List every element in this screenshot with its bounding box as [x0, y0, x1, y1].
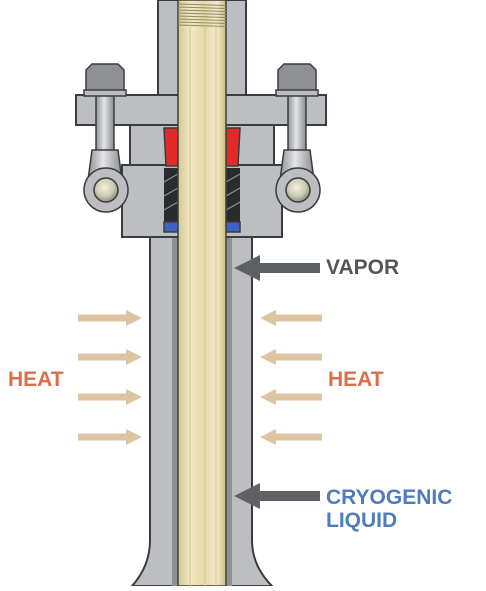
- cryogenic-label-line2: LIQUID: [326, 509, 398, 532]
- left-eye-pin: [93, 177, 119, 203]
- cryogenic-label-line1: CRYOGENIC: [326, 486, 453, 509]
- right-eye-pin: [285, 177, 311, 203]
- thread-mark: [177, 3, 227, 6]
- bore-right-wall: [226, 165, 232, 586]
- arrow-right-icon: [78, 429, 142, 445]
- thread-mark: [177, 9, 227, 12]
- right-washer: [275, 89, 319, 97]
- arrow-right-icon: [78, 310, 142, 326]
- right-bolt-assembly: [275, 63, 321, 213]
- thread-mark: [177, 12, 227, 15]
- seal-left-red: [163, 127, 179, 167]
- thread-mark: [177, 21, 227, 24]
- seal-right-blue: [225, 221, 241, 233]
- vapor-pointer-arrow: [234, 255, 320, 281]
- thread-mark: [177, 24, 227, 27]
- arrow-left-icon: [234, 483, 320, 509]
- heat-arrows-left: [78, 310, 142, 445]
- thread-mark: [177, 18, 227, 21]
- valve-stem: [177, 0, 227, 587]
- arrow-left-icon: [260, 429, 322, 445]
- thread-mark: [177, 6, 227, 9]
- bore-left-wall: [172, 165, 178, 586]
- hex-nut-icon: [277, 63, 317, 93]
- arrow-right-icon: [78, 389, 142, 405]
- heat-arrows-right: [260, 310, 322, 445]
- stem-highlights: [189, 20, 217, 586]
- thread-mark: [177, 15, 227, 18]
- hex-nut-icon: [85, 63, 125, 93]
- arrow-right-icon: [78, 349, 142, 365]
- stem-thread: [177, 3, 227, 27]
- cryogenic-liquid-label: CRYOGENIC LIQUID: [326, 486, 452, 532]
- arrow-left-icon: [260, 310, 322, 326]
- packing-dividers: [163, 173, 241, 211]
- heat-label-right: HEAT: [328, 368, 384, 391]
- cryogenic-pointer-arrow: [234, 483, 320, 509]
- arrow-left-icon: [260, 349, 322, 365]
- vapor-label: VAPOR: [326, 256, 400, 279]
- arrow-left-icon: [260, 389, 322, 405]
- arrow-left-icon: [234, 255, 320, 281]
- seal-left-blue: [163, 221, 179, 233]
- heat-label-left: HEAT: [8, 368, 64, 391]
- seal-right-red: [225, 127, 241, 167]
- left-bolt-assembly: [83, 63, 129, 213]
- left-washer: [83, 89, 127, 97]
